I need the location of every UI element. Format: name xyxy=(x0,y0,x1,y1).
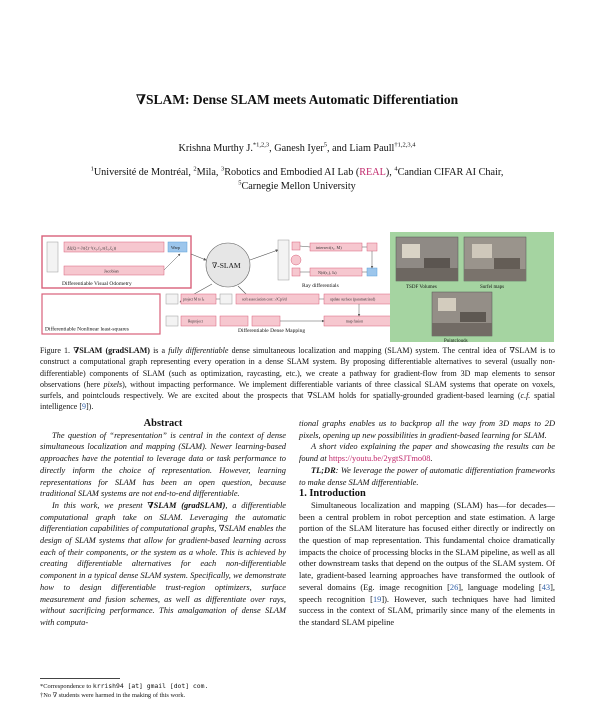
caption-text: ]). xyxy=(85,402,94,412)
paper-title: ∇SLAM: Dense SLAM meets Automatic Differ… xyxy=(135,92,459,107)
tldr-paragraph: TL;DR: We leverage the power of automati… xyxy=(299,465,555,487)
dvo-jacobian-box xyxy=(63,265,165,276)
author-separator: , and xyxy=(327,143,350,154)
video-link[interactable]: https://youtu.be/2ygtSJTmo08 xyxy=(328,454,431,464)
caption-text: spatial intelligence [ xyxy=(40,391,555,412)
caption-text: dense simultaneous localization and mapp… xyxy=(40,346,555,389)
caption-bold: ∇SLAM (gradSLAM) xyxy=(73,346,150,355)
footnote-note: †No ∇ students were harmed in the making… xyxy=(40,692,186,699)
footnote-rule xyxy=(40,678,120,679)
author-affil-marks: *1,2,3 xyxy=(252,141,270,149)
abstract-paragraph: In this work, we present ∇SLAM (gradSLAM… xyxy=(40,500,286,627)
ddm-project-label: project M to Iₖ xyxy=(183,298,205,302)
footnote-correspondence: *Correspondence to krrish94 [at] gmail [… xyxy=(40,682,209,690)
ddm-assoc-label: soft association cost : ∂Cp/∂d xyxy=(242,298,287,302)
ddm-caption: Differentiable Dense Mapping xyxy=(238,327,305,334)
right-column: tional graphs enables us to backprop all… xyxy=(299,418,555,629)
footnotes: *Correspondence to krrish94 [at] gmail [… xyxy=(40,678,286,700)
affil-text: Carnegie Mellon University xyxy=(241,181,356,192)
intro-paragraph: Simultaneous localization and mapping (S… xyxy=(299,500,556,627)
abstract-paragraph: The question of “representation” is cent… xyxy=(40,430,286,499)
lab-link[interactable]: REAL xyxy=(359,167,386,178)
dvo-jacobian-label: Jacobian xyxy=(104,269,120,274)
pointcloud-caption: Pointclouds xyxy=(444,339,468,344)
tsdf-caption: TSDF Volumes xyxy=(406,285,437,290)
gradslam-node xyxy=(205,242,251,288)
author-affil-marks: †1,2,3,4 xyxy=(394,141,416,149)
affil-text: Université de Montréal, xyxy=(93,167,194,178)
author-name: Ganesh Iyer xyxy=(274,143,324,154)
nls-caption: Differentiable Nonlinear least-squares xyxy=(45,326,129,333)
caption-italic: c.f. xyxy=(520,391,531,401)
affil-text: Candian CIFAR AI Chair, xyxy=(397,167,504,178)
affil-mark: 3 xyxy=(221,165,225,173)
author-name: Liam Paull xyxy=(349,143,395,154)
ddm-reproject-label: Reproject xyxy=(188,320,204,324)
affil-text: Mila, xyxy=(196,167,222,178)
affil-text: ), xyxy=(385,167,395,178)
dvo-warp-box xyxy=(167,241,188,253)
surfel-caption: Surfel maps xyxy=(480,285,504,290)
dvo-formula-box xyxy=(63,241,165,253)
affil-mark: 4 xyxy=(394,165,398,173)
figure-caption: Figure 1. ∇SLAM (gradSLAM) is a fully di… xyxy=(40,345,555,413)
caption-text: is a xyxy=(149,346,169,355)
citation-link[interactable]: 26 xyxy=(449,582,459,592)
author-affil-marks: 5 xyxy=(323,141,328,149)
intro-heading: 1. Introduction xyxy=(299,488,366,500)
nls-frame xyxy=(41,293,161,335)
dvo-warp-label: Warp xyxy=(171,245,180,250)
ddm-reproject-box xyxy=(180,315,217,327)
ddm-update-label: update surface (parametrized) xyxy=(330,298,376,302)
video-paragraph: A short video explaining the paper and s… xyxy=(299,442,555,464)
ddm-fuse-label: map fusion xyxy=(346,320,363,324)
ray-caption: Ray differentials xyxy=(302,282,339,289)
dvo-formula: Δξ(ξ) = ∂r(ξ)⁻¹(x₁,f₂,π(ξ₁,ξ₂)) xyxy=(67,246,117,252)
caption-text: ), without impacting performance. We imp… xyxy=(40,379,555,401)
caption-italic: fully differentiable xyxy=(168,346,229,355)
author-name: Krishna Murthy J. xyxy=(178,143,253,154)
dvo-input-stack xyxy=(46,241,59,273)
author-list: Krishna Murthy J.*1,2,3, Ganesh Iyer5, a… xyxy=(0,141,594,154)
abstract-heading: Abstract xyxy=(143,418,183,429)
figure-1-diagram: Δξ(ξ) = ∂r(ξ)⁻¹(x₁,f₂,π(ξ₁,ξ₂)) Warp Jac… xyxy=(41,232,554,344)
ray-input-stack xyxy=(277,239,290,281)
ray-normal-label: N(d(r₁), Iₖ) xyxy=(318,270,337,276)
citation-link[interactable]: 9 xyxy=(81,402,86,412)
gradslam-node-label: ∇-SLAM xyxy=(212,261,241,270)
ray-intersect-label: intersect(r₁, M) xyxy=(316,245,342,251)
caption-lead: Figure 1. xyxy=(40,346,74,355)
author-separator: , xyxy=(269,143,275,154)
affil-mark: 2 xyxy=(193,165,197,173)
citation-link[interactable]: 19 xyxy=(372,594,382,604)
affil-text: Robotics and Embodied AI Lab ( xyxy=(224,167,360,178)
citation-link[interactable]: 43 xyxy=(541,582,551,592)
dvo-caption: Differentiable Visual Odometry xyxy=(62,280,132,287)
affil-mark: 1 xyxy=(90,165,94,173)
abstract-column: Abstract The question of “representation… xyxy=(40,418,286,629)
affil-mark: 5 xyxy=(238,179,242,187)
caption-italic: pixels xyxy=(103,379,123,389)
affiliations: 1Université de Montréal, 2Mila, 3Robotic… xyxy=(20,166,574,194)
abstract-continued: tional graphs enables us to backprop all… xyxy=(299,419,555,440)
